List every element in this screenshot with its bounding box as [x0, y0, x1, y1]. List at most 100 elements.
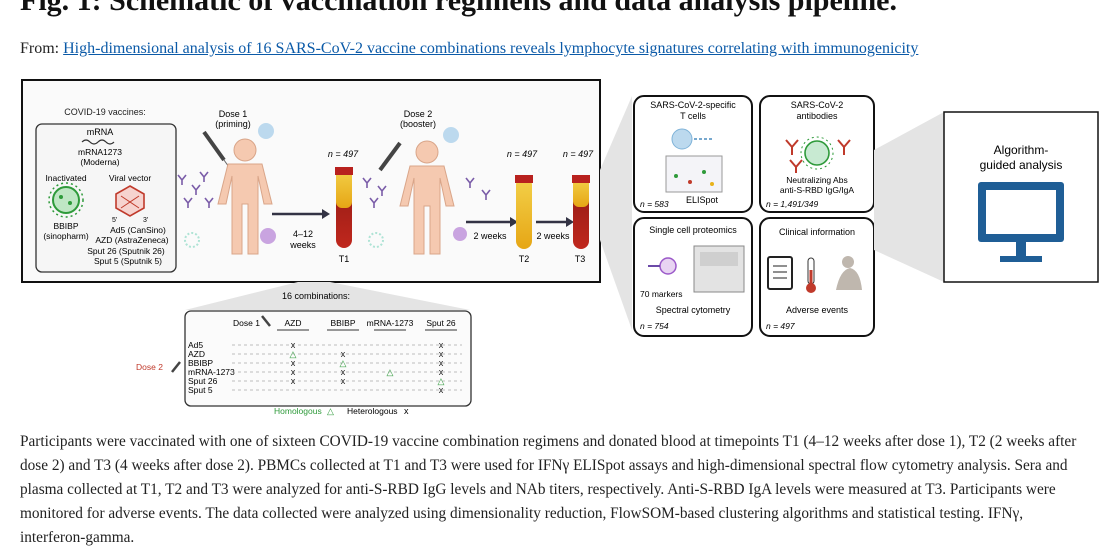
combo-row-label: Sput 5 — [188, 385, 213, 395]
virus-faint-icon — [184, 232, 200, 248]
nab-line-1: Neutralizing Abs — [786, 175, 847, 185]
inactivated-label: Inactivated — [45, 173, 86, 183]
weeks-range: 4–12 — [293, 229, 313, 239]
dose1-label: Dose 1 — [219, 109, 248, 119]
algo-line-1: Algorithm- — [994, 143, 1049, 157]
scp-title: Single cell proteomics — [649, 225, 737, 235]
combo-dose1-label: Dose 1 — [233, 318, 260, 328]
human-body-icon — [399, 140, 455, 255]
antibody-cluster-icon — [362, 177, 491, 208]
combo-row-label: BBIBP — [188, 358, 213, 368]
sinopharm-label: (sinopharm) — [43, 231, 89, 241]
cytometer-icon — [693, 245, 745, 293]
mrna-label: mRNA — [87, 127, 114, 137]
combo-col-header: AZD — [285, 318, 302, 328]
connector-shape — [600, 96, 632, 330]
heterologous-mark: x — [341, 349, 346, 359]
weeks-label: weeks — [289, 240, 316, 250]
clinical-panel — [759, 217, 875, 337]
combo-row-label: Ad5 — [188, 340, 203, 350]
cell-icon — [453, 227, 467, 241]
heterologous-mark: x — [291, 367, 296, 377]
connector-shape — [874, 112, 944, 282]
serum-tube-t2-icon — [515, 175, 533, 249]
clipboard-icon — [767, 256, 793, 290]
figure-schematic: COVID-19 vaccines: mRNA mRNA1273 (Modern… — [21, 79, 1099, 416]
homologous-triangle-icon: △ — [327, 406, 334, 416]
elispot-label: ELISpot — [686, 195, 719, 205]
t1-label: T1 — [339, 254, 350, 264]
sput5-label: Sput 5 (Sputnik 5) — [94, 256, 162, 266]
algo-line-2: guided analysis — [980, 158, 1063, 172]
combos-heading: 16 combinations: — [282, 291, 350, 301]
vector-3-prime: 3' — [143, 217, 148, 224]
spectral-label: Spectral cytometry — [656, 305, 731, 315]
syringe-icon — [378, 141, 402, 172]
n754: n = 754 — [640, 321, 669, 331]
heterologous-mark: x — [291, 358, 296, 368]
dose1-sub: (priming) — [215, 119, 251, 129]
nab-line-2: anti-S-RBD IgG/IgA — [780, 185, 854, 195]
elispot-dots — [674, 170, 714, 186]
ab-title-1: SARS-CoV-2 — [791, 100, 844, 110]
blood-tube-t1-icon — [335, 167, 353, 248]
combo-col-header: mRNA-1273 — [367, 318, 414, 328]
vaccines-box — [35, 123, 177, 273]
monitor-icon — [978, 182, 1064, 262]
t3-label: T3 — [575, 254, 586, 264]
tcell-icon — [671, 128, 693, 150]
cell-icon — [443, 127, 459, 143]
t1-n: n = 497 — [328, 149, 359, 159]
human-body-icon — [217, 138, 273, 255]
heterologous-mark: x — [439, 385, 444, 395]
markers-label: 70 markers — [640, 289, 683, 299]
cell-icon — [258, 123, 274, 139]
figure-caption: Participants were vaccinated with one of… — [20, 433, 1077, 546]
combo-dose2-label: Dose 2 — [136, 362, 163, 372]
blood-tube-t3-icon — [572, 175, 590, 249]
arrow-head — [566, 217, 574, 227]
viral-vector-icon — [115, 185, 145, 217]
arrow-head — [322, 209, 330, 219]
antibody-marker-icon — [648, 257, 677, 275]
n583: n = 583 — [640, 199, 669, 209]
t3-n: n = 497 — [563, 149, 594, 159]
homologous-mark: △ — [340, 358, 347, 368]
cell-icon — [260, 228, 276, 244]
figure-title: Fig. 1: Schematic of vaccination regimen… — [20, 0, 897, 17]
n497-clinical: n = 497 — [766, 321, 795, 331]
t2-n: n = 497 — [507, 149, 538, 159]
connector-shape — [185, 282, 470, 310]
syringe-small-icon — [171, 361, 181, 373]
heterologous-mark: x — [439, 340, 444, 350]
tcells-title-2: T cells — [680, 111, 706, 121]
combo-col-header: Sput 26 — [426, 318, 456, 328]
article-link[interactable]: High-dimensional analysis of 16 SARS-CoV… — [63, 40, 919, 57]
heterologous-mark: x — [341, 376, 346, 386]
syringe-small-icon — [261, 315, 271, 327]
azd-label: AZD (AstraZeneca) — [95, 235, 168, 245]
thermometer-icon — [806, 257, 816, 293]
elispot-well-icon — [665, 155, 723, 193]
combo-row-label: AZD — [188, 349, 205, 359]
combo-col-header: BBIBP — [330, 318, 355, 328]
source-line: From: High-dimensional analysis of 16 SA… — [20, 40, 918, 58]
homologous-mark: △ — [387, 367, 394, 377]
combinations-table — [184, 310, 472, 407]
vaccines-heading: COVID-19 vaccines: — [64, 107, 146, 117]
t2-label: T2 — [519, 254, 530, 264]
bbibp-label: BBIBP — [53, 221, 78, 231]
heterologous-x-icon: x — [404, 406, 409, 416]
combo-row-label: Sput 26 — [188, 376, 218, 386]
dose2-sub: (booster) — [400, 119, 436, 129]
homologous-legend: Homologous — [274, 406, 322, 416]
ad5-label: Ad5 (CanSino) — [110, 225, 166, 235]
tcells-title-1: SARS-CoV-2-specific — [650, 100, 736, 110]
mrna-name: mRNA1273 — [78, 147, 122, 157]
heterologous-legend: Heterologous — [347, 406, 398, 416]
heterologous-mark: x — [439, 367, 444, 377]
clinical-title: Clinical information — [779, 227, 855, 237]
heterologous-mark: x — [291, 340, 296, 350]
homologous-mark: △ — [438, 376, 445, 386]
inactivated-virus-icon — [48, 182, 84, 218]
